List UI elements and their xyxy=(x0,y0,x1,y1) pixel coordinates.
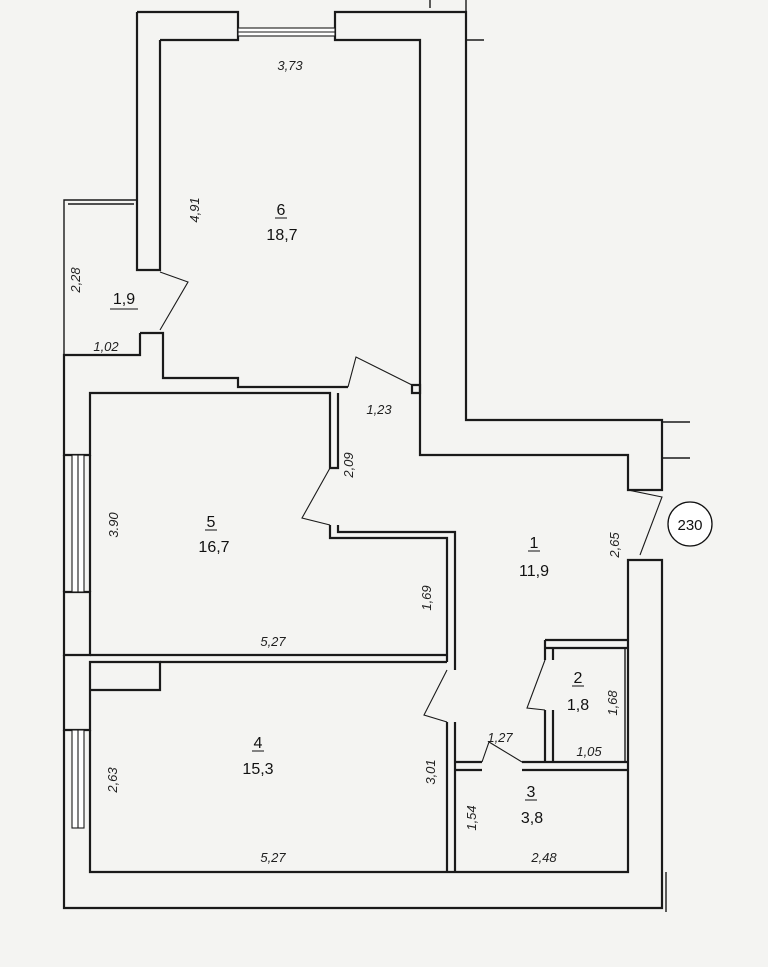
dim-room6-width: 3,73 xyxy=(277,58,303,73)
room-4-number: 4 xyxy=(254,735,263,752)
dim-corridor-upper: 2,09 xyxy=(341,452,356,478)
room-5-area: 16,7 xyxy=(198,539,229,556)
door-entrance xyxy=(627,489,663,556)
dim-room3-left: 1,54 xyxy=(464,805,479,830)
dim-balcony-length: 2,28 xyxy=(68,267,83,294)
dim-room2-length: 1,68 xyxy=(605,690,620,716)
room-1-number: 1 xyxy=(530,535,539,552)
room-labels: 6 18,7 5 16,7 4 15,3 1 11,9 2 1,8 3 3,8 … xyxy=(110,202,589,827)
dim-balcony-width: 1,02 xyxy=(93,339,119,354)
dim-entrance: 2,65 xyxy=(607,532,622,559)
dim-room5-length: 3.90 xyxy=(106,512,121,538)
room-3-area: 3,8 xyxy=(521,810,543,827)
dim-room3-width: 2,48 xyxy=(530,850,557,865)
room-4-area: 15,3 xyxy=(242,761,273,778)
dim-corridor-top: 1,23 xyxy=(366,402,392,417)
door-room5 xyxy=(301,467,331,526)
balcony-area: 1,9 xyxy=(113,291,135,308)
room-5-number: 5 xyxy=(207,514,216,531)
dim-room4-width: 5,27 xyxy=(260,850,286,865)
marks xyxy=(429,0,690,912)
room-3-number: 3 xyxy=(527,784,536,801)
door-room3 xyxy=(481,741,523,763)
dim-room3-door: 1,27 xyxy=(487,730,513,745)
dim-room4-right: 3,01 xyxy=(423,759,438,784)
room-1-area: 11,9 xyxy=(519,563,549,580)
dim-room2-width: 1,05 xyxy=(576,744,602,759)
dim-room4-length: 2,63 xyxy=(105,767,120,794)
dim-room5-width: 5,27 xyxy=(260,634,286,649)
windows xyxy=(71,27,336,829)
dim-room6-length: 4,91 xyxy=(187,197,202,222)
door-room2 xyxy=(526,659,546,711)
doors xyxy=(159,271,663,763)
door-room6 xyxy=(347,356,413,388)
room-2-area: 1,8 xyxy=(567,697,589,714)
door-balcony xyxy=(159,271,189,331)
room-6-number: 6 xyxy=(277,202,286,219)
room-6-area: 18,7 xyxy=(266,227,297,244)
stamp-number: 230 xyxy=(677,517,702,534)
door-room4 xyxy=(423,669,448,723)
dim-room5-right: 1,69 xyxy=(419,585,434,610)
room-2-number: 2 xyxy=(574,670,583,687)
apartment-stamp: 230 xyxy=(667,501,713,547)
walls xyxy=(62,10,664,910)
dimension-labels: 3,73 4,91 2,28 1,02 1,23 2,09 3.90 5,27 … xyxy=(68,58,622,865)
